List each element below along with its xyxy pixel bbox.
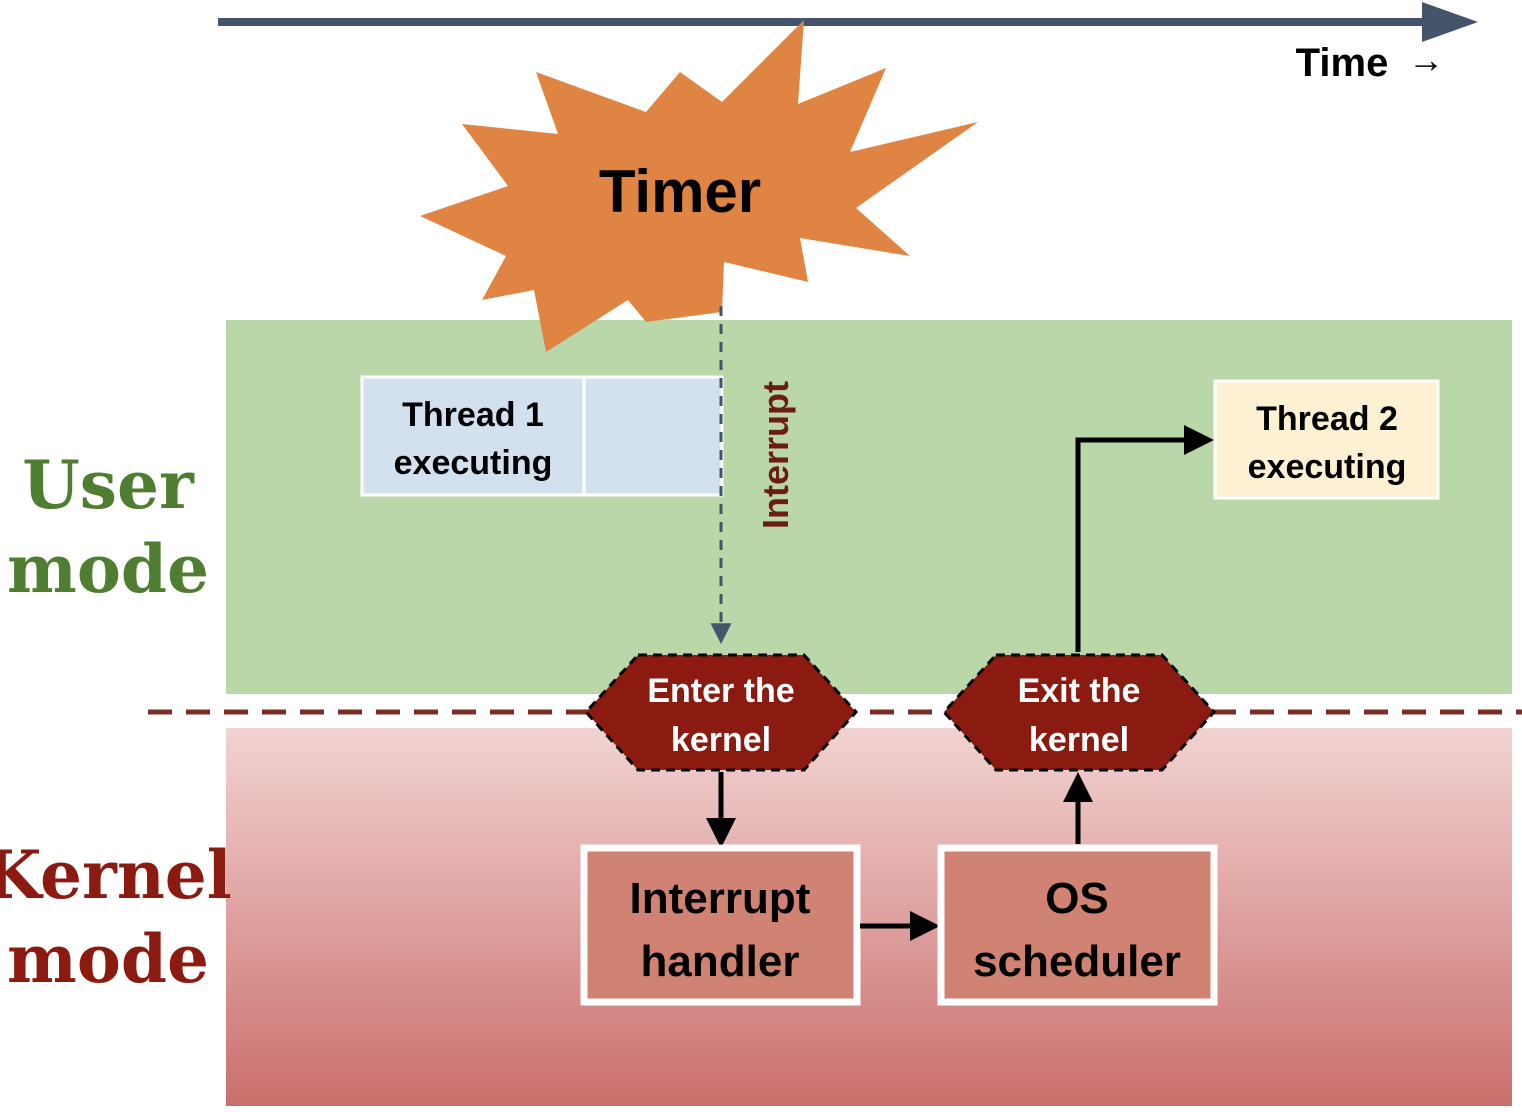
kernel-mode-zone	[226, 728, 1512, 1106]
thread2-box: Thread 2 executing	[1213, 379, 1440, 500]
time-axis	[218, 2, 1478, 42]
time-axis-arrow-icon	[1422, 2, 1478, 42]
time-arrow-glyph: →	[1408, 39, 1444, 80]
exit-kernel-line2: kernel	[1029, 721, 1129, 759]
thread2-line1: Thread 2	[1256, 400, 1398, 438]
kernel-mode-label-line2: mode	[7, 920, 209, 998]
thread2-line2: executing	[1248, 448, 1407, 486]
user-mode-label-line2: mode	[7, 530, 209, 608]
enter-kernel-line2: kernel	[671, 721, 771, 759]
user-mode-label-line1: User	[22, 446, 195, 524]
interrupt-handler-box: Interrupt handler	[580, 844, 861, 1006]
interrupt-handler-line2: handler	[641, 937, 800, 986]
os-scheduler-line1: OS	[1045, 874, 1109, 923]
enter-kernel-line1: Enter the	[647, 672, 794, 710]
time-axis-label: Time	[1296, 41, 1389, 85]
os-scheduler-box: OS scheduler	[937, 844, 1218, 1006]
interrupt-label: Interrupt	[755, 381, 796, 529]
thread1-box: Thread 1 executing	[360, 375, 724, 497]
exit-kernel-gate: Exit the kernel	[941, 653, 1217, 772]
exit-kernel-line1: Exit the	[1018, 672, 1141, 710]
enter-kernel-gate: Enter the kernel	[583, 653, 859, 772]
kernel-mode-label-line1: Kernel	[0, 836, 232, 914]
os-scheduler-line2: scheduler	[973, 937, 1181, 986]
starburst-icon	[420, 20, 978, 352]
thread1-line2: executing	[394, 444, 553, 482]
interrupt-handler-line1: Interrupt	[630, 874, 811, 923]
timer-label: Timer	[599, 158, 761, 225]
to-thread2-arrow	[1075, 425, 1214, 652]
thread1-line1: Thread 1	[402, 396, 544, 434]
